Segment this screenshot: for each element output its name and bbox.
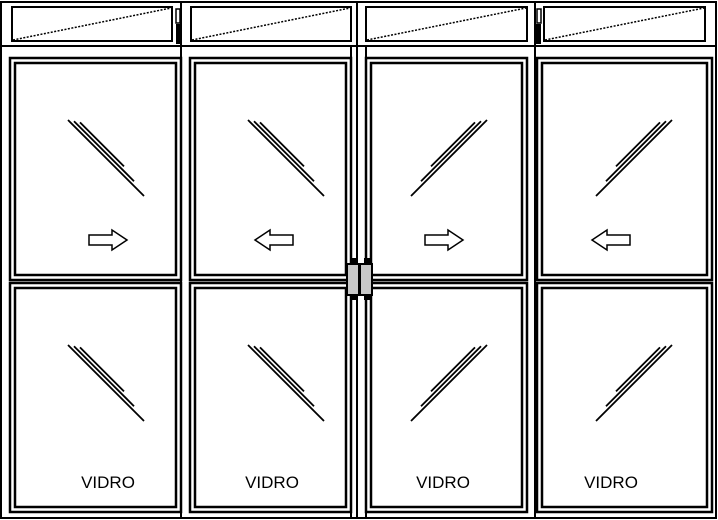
slide-direction-left-arrow-icon xyxy=(590,228,631,252)
glass-pane xyxy=(193,286,348,509)
glass-pane xyxy=(13,286,178,509)
glazing-hatch-line xyxy=(595,344,673,422)
glass-frame-outer xyxy=(364,56,529,282)
door-leaf[interactable]: VIDRO xyxy=(364,56,529,514)
handle-stub xyxy=(364,294,370,300)
glass-pane xyxy=(193,61,348,277)
door-leaf[interactable]: VIDRO xyxy=(535,56,714,514)
glass-frame-outer xyxy=(188,56,353,282)
transom-latch xyxy=(536,24,541,44)
glazing-hatch-line xyxy=(247,119,325,197)
glass-label: VIDRO xyxy=(245,473,299,492)
transom-hatch xyxy=(12,7,172,41)
door-handle-left[interactable] xyxy=(346,263,360,296)
transom-latch xyxy=(536,8,542,24)
handle-stub xyxy=(351,294,357,300)
glazing-hatch-line xyxy=(605,120,667,182)
slide-direction-right-arrow-icon xyxy=(424,228,465,252)
glass-label: VIDRO xyxy=(584,473,638,492)
glass-label: VIDRO xyxy=(416,473,470,492)
transom-glass xyxy=(190,6,352,42)
door-leaf[interactable]: VIDRO xyxy=(8,56,183,514)
door-handle-right[interactable] xyxy=(359,263,373,296)
glazing-hatch-line xyxy=(410,119,488,197)
glass-frame-outer xyxy=(8,56,183,282)
glass-pane xyxy=(540,61,709,277)
glass-frame-outer xyxy=(8,281,183,514)
handle-stub xyxy=(364,258,370,264)
transom-glass xyxy=(543,6,706,42)
glass-pane xyxy=(369,61,524,277)
glazing-hatch-line xyxy=(410,344,488,422)
glazing-hatch-line xyxy=(73,120,135,182)
glass-pane xyxy=(540,286,709,509)
glazing-hatch-line xyxy=(430,121,476,168)
glazing-hatch-line xyxy=(595,119,673,197)
glazing-hatch-line xyxy=(430,346,476,393)
glazing-hatch-line xyxy=(605,345,667,407)
glass-pane xyxy=(13,61,178,277)
handle-stub xyxy=(351,258,357,264)
glazing-hatch-line xyxy=(420,120,482,182)
glazing-hatch-line xyxy=(615,346,661,393)
glazing-hatch-line xyxy=(73,345,135,407)
glass-frame-outer xyxy=(188,281,353,514)
transom-glass xyxy=(11,6,173,42)
glass-pane xyxy=(369,286,524,509)
glazing-hatch-line xyxy=(420,345,482,407)
glazing-hatch-line xyxy=(259,346,305,393)
transom-hatch xyxy=(191,7,351,41)
transom-hatch xyxy=(544,7,705,41)
glass-frame-outer xyxy=(535,56,714,282)
glass-label: VIDRO xyxy=(81,473,135,492)
glazing-hatch-line xyxy=(67,119,145,197)
glazing-hatch-line xyxy=(253,345,315,407)
transom-latch xyxy=(175,8,181,24)
transom-latch xyxy=(176,24,181,44)
slide-direction-right-arrow-icon xyxy=(88,228,129,252)
door-leaf[interactable]: VIDRO xyxy=(188,56,353,514)
transom-glass xyxy=(365,6,528,42)
glass-frame-outer xyxy=(364,281,529,514)
glazing-hatch-line xyxy=(247,344,325,422)
glazing-hatch-line xyxy=(259,121,305,168)
slide-direction-left-arrow-icon xyxy=(253,228,294,252)
glazing-hatch-line xyxy=(79,346,125,393)
transom-hatch xyxy=(366,7,527,41)
glass-frame-outer xyxy=(535,281,714,514)
glazing-hatch-line xyxy=(67,344,145,422)
glazing-hatch-line xyxy=(253,120,315,182)
glazing-hatch-line xyxy=(79,121,125,168)
glazing-hatch-line xyxy=(615,121,661,168)
